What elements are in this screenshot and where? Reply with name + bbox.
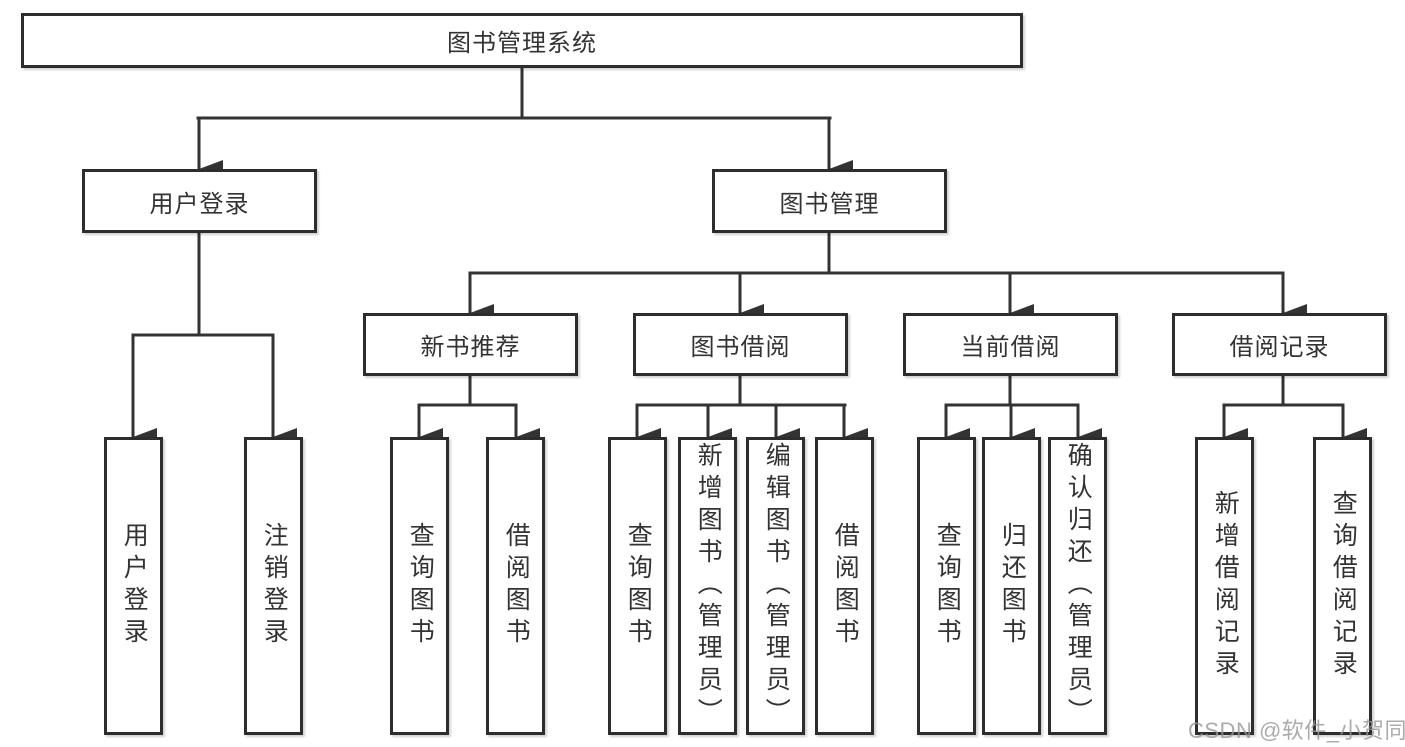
leaf-logout: 注销登录 [244,437,303,735]
leaf-label: 新增图书（管理员） [694,442,723,730]
leaf-user-login: 用户登录 [104,437,163,735]
leaf-label: 注销登录 [260,522,289,650]
leaf-add-book-admin: 新增图书（管理员） [678,437,737,735]
node-book-management-module: 图书管理 [712,169,947,233]
leaf-borrow-books-recommend: 借阅图书 [486,437,545,735]
leaf-label: 查询图书 [933,522,962,650]
leaf-query-borrow-record: 查询借阅记录 [1313,437,1372,735]
csdn-watermark: CSDN @软件_小贺同学 [1188,718,1405,743]
leaf-return-book: 归还图书 [982,437,1041,735]
leaf-label: 查询图书 [406,522,435,650]
node-root: 图书管理系统 [21,13,1023,68]
leaf-borrow-books-borrow: 借阅图书 [815,437,874,735]
leaf-label: 查询借阅记录 [1329,490,1358,682]
leaf-label: 确认归还（管理员） [1064,442,1093,730]
leaf-label: 查询图书 [624,522,653,650]
leaf-label: 借阅图书 [502,522,531,650]
leaf-label: 借阅图书 [831,522,860,650]
leaf-query-books-borrow: 查询图书 [608,437,667,735]
leaf-label: 新增借阅记录 [1211,490,1240,682]
node-book-borrow: 图书借阅 [633,313,848,376]
leaf-add-borrow-record: 新增借阅记录 [1195,437,1254,735]
node-current-borrow: 当前借阅 [903,313,1118,376]
leaf-confirm-return-admin: 确认归还（管理员） [1048,437,1107,735]
node-user-login-module: 用户登录 [82,169,317,233]
leaf-label: 编辑图书（管理员） [762,442,791,730]
leaf-edit-book-admin: 编辑图书（管理员） [746,437,805,735]
leaf-query-books-current: 查询图书 [917,437,976,735]
leaf-label: 归还图书 [998,522,1027,650]
leaf-label: 用户登录 [120,522,149,650]
leaf-query-books-recommend: 查询图书 [390,437,449,735]
node-new-book-recommend: 新书推荐 [363,313,578,376]
node-borrow-records: 借阅记录 [1172,313,1387,376]
